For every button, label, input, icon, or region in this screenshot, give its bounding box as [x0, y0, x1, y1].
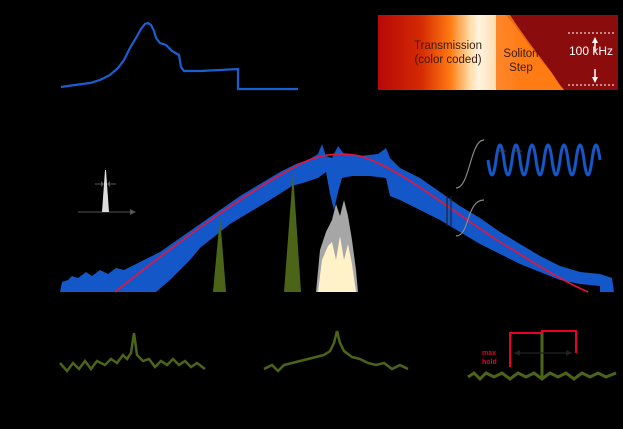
- transmission-text: Transmission: [414, 40, 482, 52]
- span-label: 100 kHz: [569, 44, 614, 58]
- max-hold-trace: [509, 330, 577, 367]
- beatnote-2-plot: [263, 330, 409, 373]
- beatnote-1-trace: [59, 332, 206, 373]
- color-coded-text: (color coded): [414, 54, 482, 66]
- soliton-step-label: Soliton Step: [496, 47, 546, 75]
- comb-spectrum-plot: [60, 139, 614, 293]
- beatnote-3-plot: [467, 330, 617, 382]
- hold-text: hold: [482, 359, 497, 366]
- transmission-trace-plot: [60, 21, 298, 91]
- linewidth-inset: [78, 170, 136, 215]
- max-text: max: [482, 350, 497, 357]
- spectrum-lower-edge: [156, 172, 600, 292]
- beatnote-1-plot: [59, 332, 206, 373]
- transmission-curve: [60, 21, 298, 91]
- transmission-label: Transmission (color coded): [398, 39, 498, 67]
- zoomed-comb-wave: [486, 143, 602, 177]
- step-text: Step: [509, 62, 533, 74]
- soliton-step-heatmap: Transmission (color coded) Soliton Step …: [378, 15, 618, 90]
- comb-spectrum-panel: [0, 120, 623, 310]
- beatnote-panel-3: max hold: [466, 325, 623, 395]
- pump-region-cream: [318, 236, 356, 292]
- transmission-trace-panel: [0, 0, 320, 110]
- zoomed-comb-inset: [455, 139, 602, 237]
- pump-line-2: [284, 172, 301, 292]
- line-peak: [102, 170, 109, 212]
- max-hold-label: max hold: [482, 349, 497, 367]
- beatnote-panel-1: [55, 325, 215, 395]
- soliton-text: Soliton: [503, 48, 539, 60]
- pump-line-1: [213, 216, 226, 292]
- heatmap-image: [378, 15, 618, 90]
- sech2-fit: [114, 153, 589, 293]
- beatnote-panel-2: [262, 325, 412, 395]
- beatnote-3-trace: [467, 371, 617, 382]
- beatnote-2-trace: [263, 330, 409, 373]
